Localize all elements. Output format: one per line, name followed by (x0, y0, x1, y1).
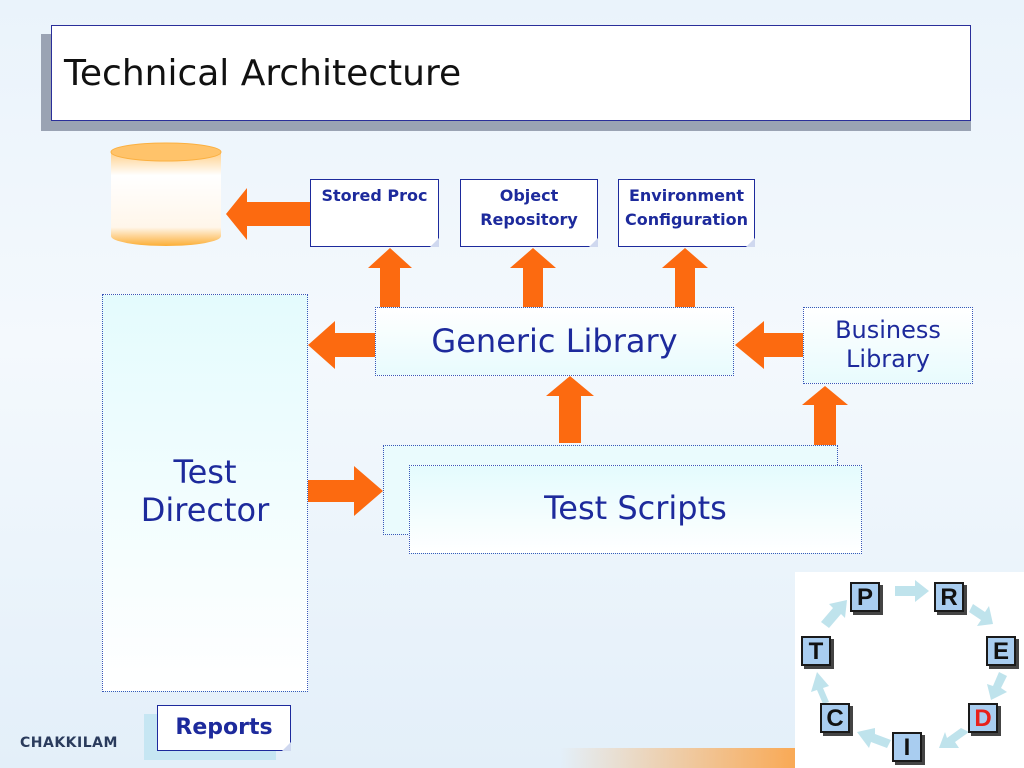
predict-letter-e: E (986, 636, 1016, 666)
cycle-arrow-e-d (987, 672, 1007, 700)
database-icon (110, 142, 222, 246)
arrow-business-to-generic (735, 321, 803, 369)
cycle-arrow-r-e (969, 604, 993, 626)
cycle-arrow-i-c (857, 728, 891, 748)
predict-letter-r: R (934, 582, 964, 612)
stored-proc-label: Stored Proc (321, 186, 428, 205)
environment-configuration-box: Environment Configuration (618, 179, 755, 247)
test-scripts-box: Test Scripts (409, 465, 862, 554)
arrow-scripts-to-generic (546, 376, 594, 443)
business-library-line-2: Library (846, 345, 930, 373)
stored-proc-box: Stored Proc (310, 179, 439, 247)
cycle-arrow-t-p (821, 600, 847, 628)
test-director-line-2: Director (140, 491, 270, 529)
predict-cycle-arrows (811, 580, 1007, 748)
arrow-director-to-scripts (308, 466, 383, 516)
arrow-up-environment (662, 248, 708, 307)
object-repository-box: Object Repository (460, 179, 598, 247)
arrow-to-test-director (308, 321, 375, 369)
object-repository-line-1: Object (499, 186, 559, 205)
arrow-to-database (226, 188, 310, 240)
predict-letter-p: P (850, 582, 880, 612)
predict-letter-i: I (892, 732, 922, 762)
reports-label: Reports (175, 715, 273, 740)
generic-library-label: Generic Library (431, 322, 678, 360)
arrow-up-stored-proc (368, 248, 412, 307)
environment-configuration-line-2: Configuration (624, 210, 749, 229)
cycle-arrow-c-t (811, 672, 829, 704)
reports-box: Reports (157, 705, 291, 751)
object-repository-line-2: Repository (480, 210, 578, 229)
bottom-accent-band (560, 748, 800, 768)
cycle-arrow-p-r (895, 580, 929, 602)
cycle-arrow-d-i (939, 728, 969, 748)
arrow-up-object-repository (510, 248, 556, 307)
test-director-line-1: Test (173, 453, 237, 491)
predict-letter-t: T (801, 636, 831, 666)
environment-configuration-line-1: Environment (628, 186, 745, 205)
predict-letter-c: C (820, 703, 850, 733)
business-library-line-1: Business (835, 316, 941, 344)
test-director-box: Test Director (102, 294, 308, 692)
chakkilam-logo: CHAKKILAM (20, 735, 118, 751)
arrow-scripts-to-business (802, 386, 848, 445)
test-scripts-label: Test Scripts (544, 489, 727, 527)
slide-title: Technical Architecture (51, 25, 971, 121)
business-library-box: Business Library (803, 307, 973, 384)
generic-library-box: Generic Library (375, 307, 734, 376)
predict-cycle-graphic: P R E D I C T (795, 572, 1024, 768)
predict-letter-d: D (968, 703, 998, 733)
